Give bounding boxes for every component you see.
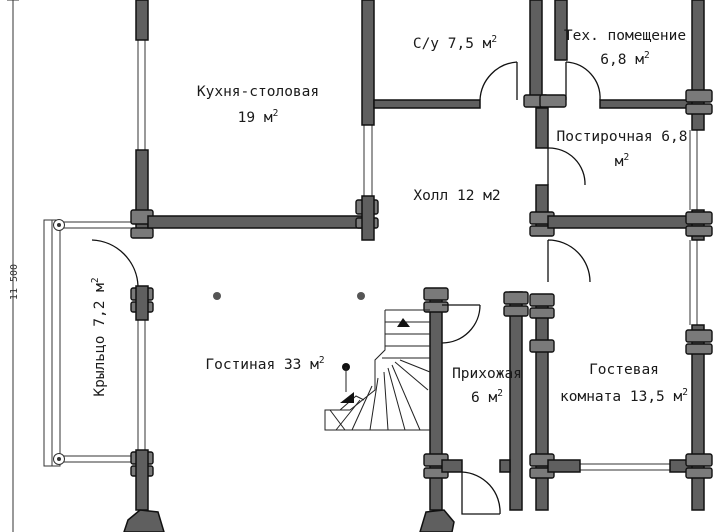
posts: [213, 292, 365, 300]
staircase: [324, 309, 431, 431]
guest-name: Гостевая: [589, 362, 659, 378]
kitchen-name: Кухня-столовая: [197, 84, 319, 100]
dimension-label: 11 500: [9, 264, 20, 300]
thin-partitions: [137, 40, 698, 471]
laundry-name: Постирочная 6,8: [557, 129, 688, 145]
living-label: Гостиная 33 м2: [205, 355, 324, 373]
entry-area: 6 м2: [471, 388, 503, 406]
porch-outline: [43, 219, 138, 467]
entry-name: Прихожая: [452, 366, 522, 382]
room-labels: Кухня-столовая 19 м2 С/у 7,5 м2 Тех. пом…: [90, 28, 688, 406]
doors: [91, 61, 601, 515]
kitchen-area: 19 м2: [238, 108, 279, 126]
tech-name: Тех. помещение: [564, 28, 686, 44]
guest-area: комната 13,5 м2: [560, 387, 688, 405]
walls: [123, 0, 713, 532]
tech-area: 6,8 м2: [600, 50, 649, 68]
porch-label: Крыльцо 7,2 м2: [90, 277, 108, 396]
hall-label: Холл 12 м2: [413, 188, 500, 204]
laundry-area: м2: [615, 152, 629, 170]
wc-label: С/у 7,5 м2: [413, 34, 497, 52]
dimension-line: 11 500: [7, 0, 20, 532]
